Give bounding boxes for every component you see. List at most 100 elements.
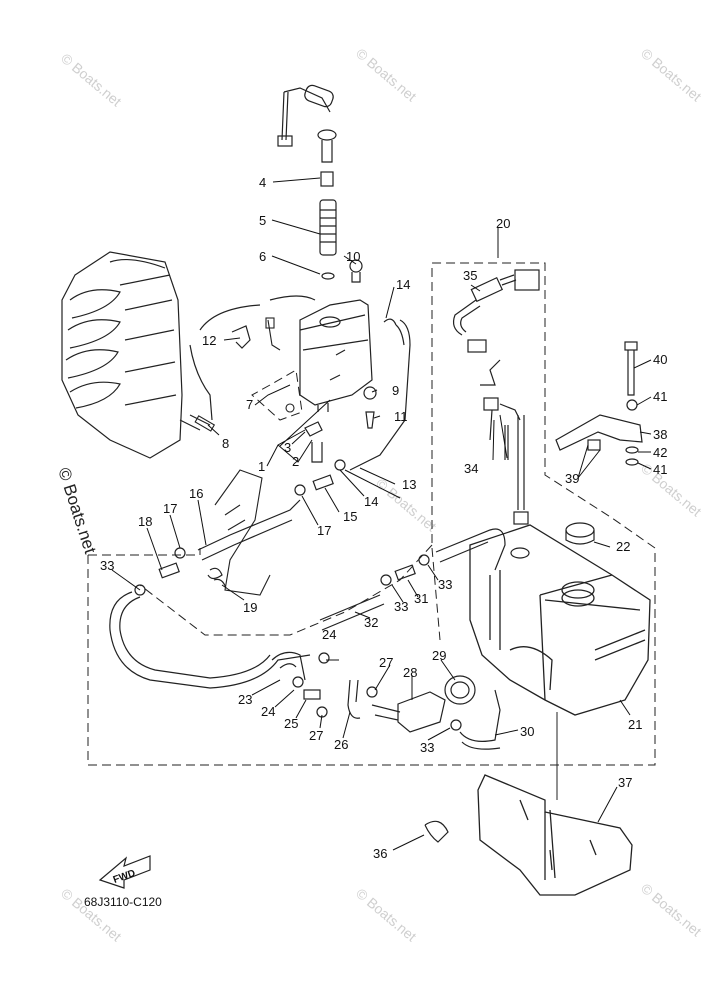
callout-33b: 33 xyxy=(438,577,452,592)
watermark: © Boats.net xyxy=(638,45,705,104)
callout-11: 11 xyxy=(394,409,408,424)
o-ring xyxy=(321,272,335,280)
callout-24: 24 xyxy=(322,627,336,642)
callout-35: 35 xyxy=(463,268,477,283)
harness-4 xyxy=(277,84,337,187)
callout-30: 30 xyxy=(520,724,534,739)
watermark: © Boats.net xyxy=(638,460,705,519)
hose-23-24 xyxy=(271,651,330,718)
hose-30 xyxy=(459,689,501,750)
callout-24b: 24 xyxy=(261,704,275,719)
leader-lines xyxy=(111,177,652,851)
callout-26: 26 xyxy=(334,737,348,752)
callout-36: 36 xyxy=(373,846,387,861)
callout-33c: 33 xyxy=(394,599,408,614)
filter-element xyxy=(319,199,337,256)
fitting-1-2-3 xyxy=(304,421,323,463)
callout-23: 23 xyxy=(238,692,252,707)
clamp-36 xyxy=(424,820,449,843)
callout-32: 32 xyxy=(364,615,378,630)
main-group-outline xyxy=(88,548,201,556)
screw-parts xyxy=(363,386,377,429)
callout-29: 29 xyxy=(432,648,446,663)
fwd-arrow: FWD xyxy=(98,855,151,889)
watermark: © Boats.net xyxy=(353,45,420,104)
clip-33 xyxy=(134,584,146,596)
callout-33: 33 xyxy=(100,558,114,573)
bracket-12 xyxy=(231,325,251,349)
fitting-18-19 xyxy=(158,562,227,589)
callout-16: 16 xyxy=(189,486,203,501)
callout-41: 41 xyxy=(653,389,667,404)
callout-labels: 4 5 6 10 14 12 7 8 9 11 3 1 2 13 14 15 1… xyxy=(100,175,667,861)
hose-32 xyxy=(319,594,385,631)
callout-9: 9 xyxy=(392,383,399,398)
callout-22: 22 xyxy=(616,539,630,554)
callout-17: 17 xyxy=(317,523,331,538)
tank-cap xyxy=(565,522,595,545)
watermark-group: © Boats.net © Boats.net © Boats.net © Bo… xyxy=(58,45,705,944)
callout-7: 7 xyxy=(246,397,253,412)
hose-33-loop xyxy=(119,596,271,679)
hose-26 xyxy=(347,679,361,719)
callout-1: 1 xyxy=(258,459,265,474)
dashed-boundaries xyxy=(87,262,656,766)
callout-28: 28 xyxy=(403,665,417,680)
hose-33-loop xyxy=(109,591,311,689)
engine-block xyxy=(61,251,211,459)
callout-31: 31 xyxy=(414,591,428,606)
bolt-bracket xyxy=(555,341,643,466)
callout-42: 42 xyxy=(653,445,667,460)
callout-34: 34 xyxy=(464,461,478,476)
tank-grommet xyxy=(510,547,530,559)
callout-19: 19 xyxy=(243,600,257,615)
callout-18: 18 xyxy=(138,514,152,529)
main-group-outline xyxy=(87,262,656,766)
callout-21: 21 xyxy=(628,717,642,732)
callout-12: 12 xyxy=(202,333,216,348)
watermark: © Boats.net xyxy=(353,885,420,944)
hose-8 xyxy=(189,304,261,421)
callout-3: 3 xyxy=(284,440,291,455)
harness-34 xyxy=(480,359,529,525)
callout-25: 25 xyxy=(284,716,298,731)
callout-33d: 33 xyxy=(420,740,434,755)
callout-39: 39 xyxy=(565,471,579,486)
lower-housing xyxy=(214,469,271,596)
fuel-filter-assembly xyxy=(269,295,373,412)
callout-41b: 41 xyxy=(653,462,667,477)
callout-13: 13 xyxy=(402,477,416,492)
callout-20: 20 xyxy=(496,216,510,231)
callout-2: 2 xyxy=(292,454,299,469)
diagram-code: 68J3110-C120 xyxy=(84,895,162,909)
callout-6: 6 xyxy=(259,249,266,264)
callout-4: 4 xyxy=(259,175,266,190)
tank-bracket xyxy=(477,774,633,896)
sensor-7 xyxy=(265,317,295,413)
callout-8: 8 xyxy=(222,436,229,451)
watermark: © Boats.net xyxy=(58,885,125,944)
watermark: © Boats.net xyxy=(58,50,125,109)
callout-5: 5 xyxy=(259,213,266,228)
copyright-text: © Boats.net xyxy=(54,465,100,556)
callout-27b: 27 xyxy=(309,728,323,743)
lower-outline xyxy=(139,544,433,636)
fuel-pump xyxy=(366,675,476,733)
fuel-tank xyxy=(469,524,651,716)
bracket-outline xyxy=(251,369,303,421)
callout-40: 40 xyxy=(653,352,667,367)
callout-15: 15 xyxy=(343,509,357,524)
cap-10 xyxy=(349,259,363,283)
callout-17b: 17 xyxy=(163,501,177,516)
callout-37: 37 xyxy=(618,775,632,790)
callout-10: 10 xyxy=(346,249,360,264)
harness-35 xyxy=(452,269,540,353)
hose-8-end xyxy=(194,415,216,432)
callout-14b: 14 xyxy=(364,494,378,509)
watermark: © Boats.net xyxy=(638,880,705,939)
callout-14: 14 xyxy=(396,277,410,292)
callout-38: 38 xyxy=(653,427,667,442)
hose-16 xyxy=(197,499,301,561)
